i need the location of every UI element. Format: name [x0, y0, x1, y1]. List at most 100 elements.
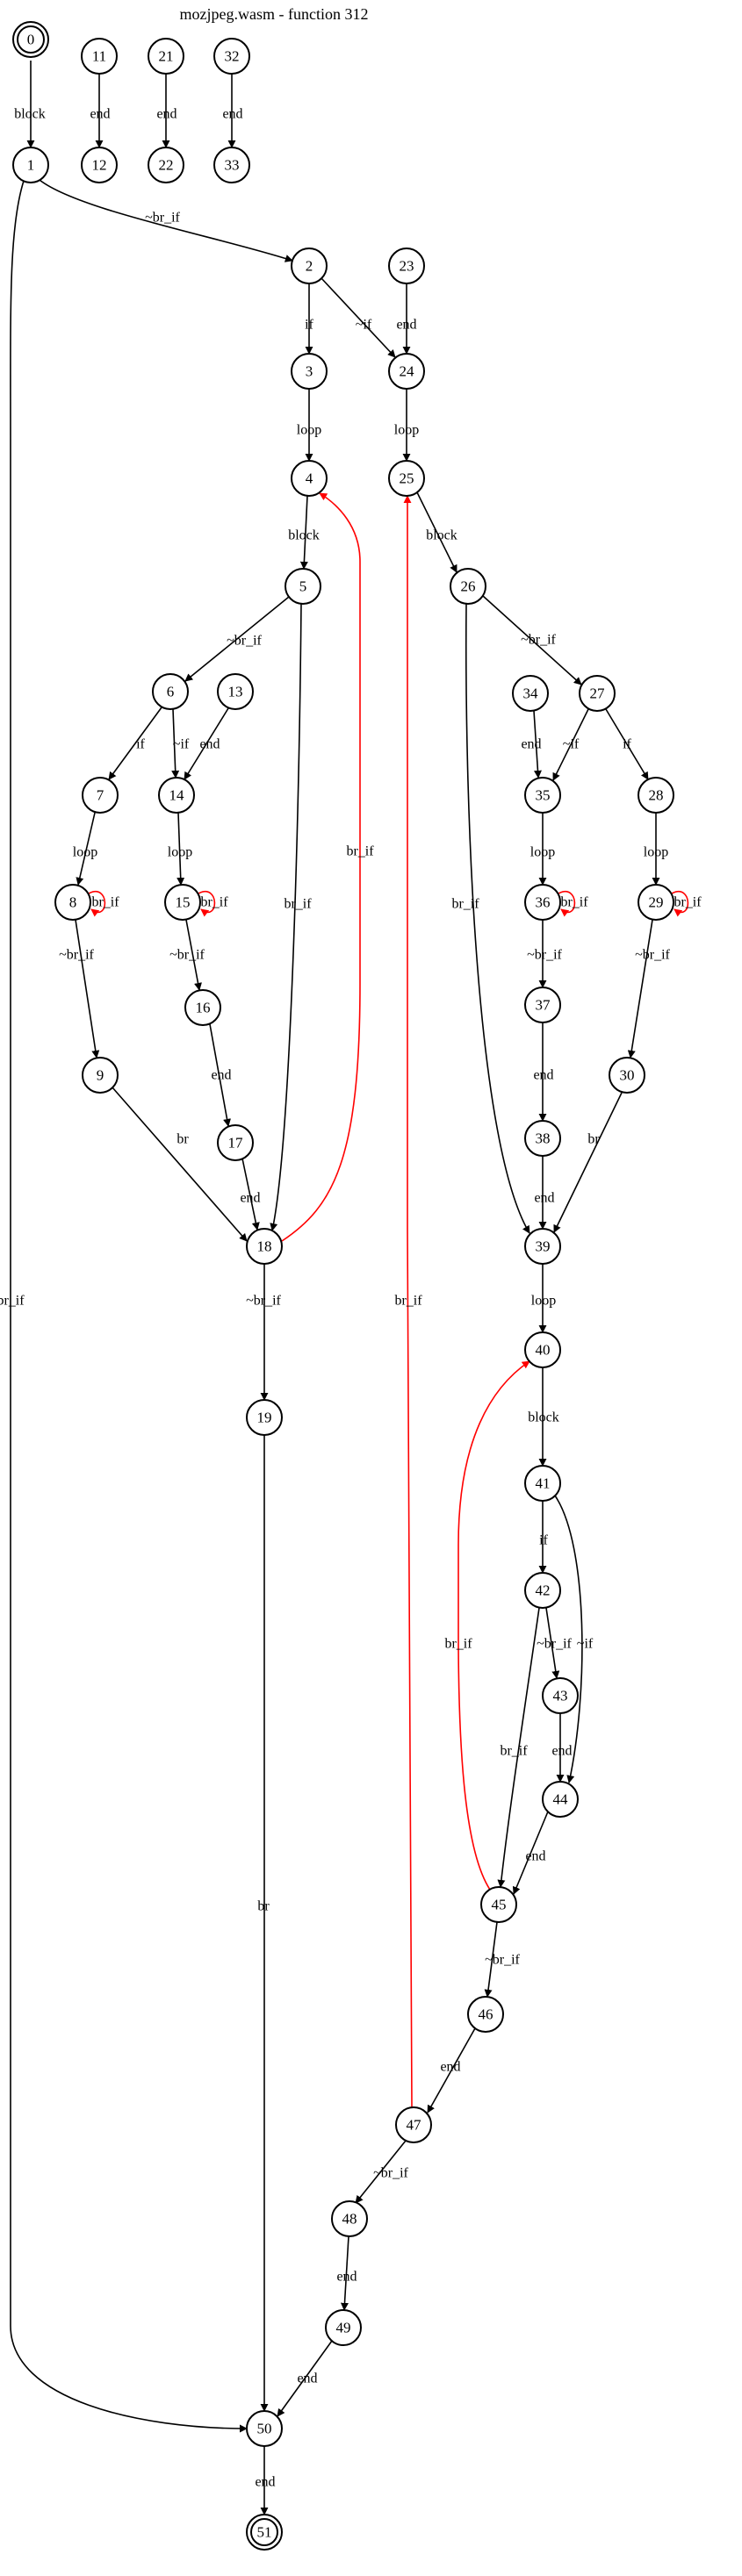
edge-line-6-14: [171, 708, 180, 779]
node-label-33: 33: [225, 157, 240, 174]
node-circle-48: [331, 2200, 368, 2237]
node-label-0: 0: [27, 32, 35, 48]
edge-label-1-50: br_if: [0, 1294, 25, 1309]
node-30: 30: [609, 1057, 645, 1094]
edge-14-15: loop: [168, 812, 192, 886]
node-label-23: 23: [400, 258, 414, 275]
node-label-27: 27: [590, 685, 606, 702]
node-label-51: 51: [257, 2524, 272, 2541]
edge-label-17-18: end: [240, 1191, 260, 1206]
node-circle-47: [395, 2106, 432, 2143]
edge-label-48-49: end: [336, 2270, 357, 2285]
edge-label-42-43: ~br_if: [537, 1637, 572, 1652]
node-47: 47: [395, 2106, 432, 2143]
edge-line-42-45: [497, 1607, 540, 1888]
edge-24-25: loop: [394, 389, 419, 462]
node-circle-35: [524, 777, 561, 814]
edge-8-9: ~br_if: [59, 919, 100, 1058]
edge-label-29-29: br_if: [674, 895, 702, 910]
node-label-40: 40: [536, 1342, 551, 1359]
edge-line-29-30: [627, 919, 653, 1058]
edge-label-0-1: block: [14, 107, 46, 122]
node-label-35: 35: [536, 787, 551, 804]
edge-label-2-3: if: [305, 318, 313, 333]
edge-line-8-8: [88, 891, 106, 917]
edge-41-44: ~if: [554, 1495, 594, 1783]
edge-label-41-42: if: [539, 1533, 548, 1548]
nodes-layer: 0123456789111213141516171819212223242526…: [12, 21, 674, 2551]
edge-label-9-18: br: [176, 1132, 189, 1147]
node-circle-3: [291, 353, 328, 390]
edge-29-30: ~br_if: [627, 919, 671, 1058]
node-label-13: 13: [228, 684, 243, 700]
node-label-29: 29: [649, 894, 664, 911]
node-label-41: 41: [536, 1475, 551, 1492]
node-circle-5: [285, 568, 321, 605]
edge-label-37-38: end: [533, 1068, 553, 1083]
edge-39-40: loop: [531, 1264, 556, 1333]
node-32: 32: [213, 38, 250, 75]
edge-line-2-24: [321, 277, 396, 358]
node-circle-36: [524, 884, 561, 921]
node-13: 13: [217, 673, 254, 710]
node-8: 8: [54, 884, 91, 921]
edge-label-39-40: loop: [531, 1294, 556, 1309]
edge-27-28: if: [605, 708, 649, 780]
node-29: 29: [638, 884, 674, 921]
node-label-3: 3: [306, 363, 313, 380]
edge-15-16: ~br_if: [169, 919, 205, 991]
node-circle-33: [213, 147, 250, 183]
edge-label-47-48: ~br_if: [373, 2166, 408, 2181]
edge-line-5-18: [270, 603, 302, 1231]
node-label-19: 19: [257, 1410, 272, 1426]
node-circle-49: [325, 2309, 362, 2346]
node-inner-circle-0: [17, 25, 45, 54]
node-5: 5: [285, 568, 321, 605]
node-circle-15: [164, 884, 201, 921]
edge-7-8: loop: [73, 812, 97, 886]
node-17: 17: [217, 1124, 254, 1161]
edge-label-47-25: br_if: [394, 1294, 422, 1309]
node-7: 7: [82, 777, 119, 814]
node-48: 48: [331, 2200, 368, 2237]
node-label-46: 46: [479, 2006, 493, 2023]
edge-1-50: br_if: [0, 180, 248, 2433]
edge-line-15-16: [185, 919, 202, 991]
node-1: 1: [12, 147, 49, 183]
edge-29-29: br_if: [671, 891, 702, 917]
node-circle-41: [524, 1465, 561, 1502]
edge-45-40: br_if: [444, 1360, 530, 1891]
node-circle-40: [524, 1331, 561, 1368]
edge-26-27: ~br_if: [482, 595, 582, 685]
edge-15-15: br_if: [198, 891, 228, 917]
edge-label-26-27: ~br_if: [521, 633, 556, 648]
node-circle-13: [217, 673, 254, 710]
node-44: 44: [542, 1781, 579, 1818]
edge-label-14-15: loop: [168, 845, 192, 860]
edge-label-2-24: ~if: [356, 318, 372, 333]
edge-47-25: br_if: [394, 495, 422, 2108]
edge-2-3: if: [305, 283, 314, 355]
node-label-30: 30: [620, 1067, 635, 1084]
edge-5-6: ~br_if: [184, 596, 290, 682]
node-label-36: 36: [536, 894, 551, 911]
edge-line-48-49: [340, 2235, 349, 2311]
node-circle-44: [542, 1781, 579, 1818]
edge-label-7-8: loop: [73, 845, 97, 860]
edge-label-49-50: end: [297, 2371, 317, 2386]
node-39: 39: [524, 1228, 561, 1265]
edge-6-14: ~if: [171, 708, 190, 779]
node-49: 49: [325, 2309, 362, 2346]
node-label-26: 26: [461, 578, 476, 595]
node-circle-9: [82, 1057, 119, 1094]
node-16: 16: [184, 989, 221, 1026]
edge-label-27-28: if: [623, 737, 631, 752]
edge-line-30-39: [553, 1092, 623, 1233]
edge-34-35: end: [521, 710, 542, 779]
edge-line-26-27: [482, 595, 582, 685]
edge-line-7-8: [76, 812, 96, 886]
edge-label-18-4: br_if: [346, 844, 374, 859]
node-circle-21: [148, 38, 184, 75]
node-circle-46: [467, 1996, 504, 2033]
edge-line-42-43: [545, 1607, 560, 1679]
